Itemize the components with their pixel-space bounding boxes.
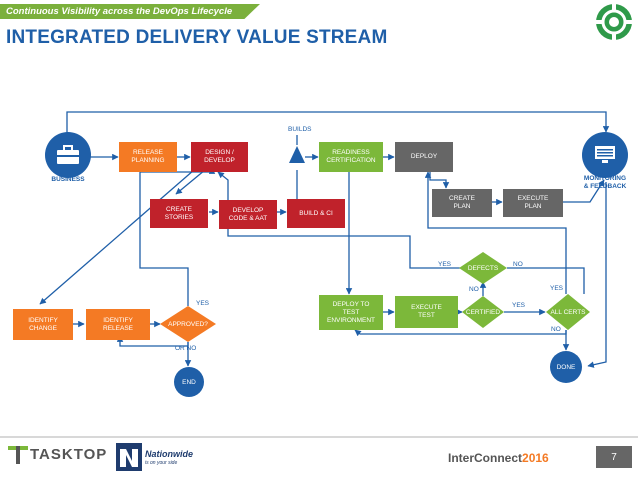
business-icon — [45, 132, 91, 178]
node-identify-release: IDENTIFY RELEASE — [86, 309, 150, 340]
node-create-plan: CREATE PLAN — [432, 189, 492, 217]
conference-logo: InterConnect2016 — [448, 451, 549, 465]
builds-label: BUILDS — [288, 126, 312, 133]
defects-label: DEFECTS — [467, 264, 499, 272]
node-deploy-test-env: DEPLOY TO TEST ENVIRONMENT — [319, 295, 383, 330]
edge-label-defects-no: NO — [513, 261, 523, 268]
briefcase-icon — [57, 145, 79, 164]
business-label: BUSINESS — [51, 176, 85, 183]
node-readiness-certification: READINESS CERTIFICATION — [319, 142, 383, 172]
node-all-certs: ALL CERTS — [546, 294, 590, 330]
node-certified: CERTIFIED — [462, 296, 504, 328]
all-certs-label: ALL CERTS — [550, 308, 586, 316]
edge-label-defects-yes: YES — [438, 261, 452, 268]
node-done: DONE — [550, 351, 582, 383]
node-release-planning: RELEASE PLANNING — [119, 142, 177, 172]
page-title: INTEGRATED DELIVERY VALUE STREAM — [6, 27, 388, 48]
nationwide-tagline: is on your side — [145, 460, 178, 466]
edge-label-certified-no: NO — [469, 286, 479, 293]
node-build-ci: BUILD & CI — [287, 199, 345, 228]
page-number: 7 — [596, 446, 632, 468]
node-approved: APPROVED? — [160, 306, 216, 342]
edge-label-approved-yes: YES — [196, 300, 210, 307]
node-identify-change: IDENTIFY CHANGE — [13, 309, 73, 340]
node-design-develop: DESIGN / DEVELOP — [191, 142, 248, 172]
tasktop-logo-icon — [8, 446, 28, 464]
monitoring-icon — [582, 132, 628, 178]
edge-label-certified-yes: YES — [512, 302, 526, 309]
edge-label-allcerts-yes: YES — [550, 285, 564, 292]
devops-cycle-icon — [596, 4, 632, 40]
nationwide-name: Nationwide — [145, 449, 194, 459]
monitoring-label: MONITORING & FEEDBACK — [583, 175, 627, 190]
conference-name: InterConnect — [448, 451, 523, 465]
certified-label: CERTIFIED — [465, 308, 501, 316]
conference-year: 2016 — [522, 451, 549, 465]
node-end: END — [174, 367, 204, 397]
node-execute-test: EXECUTE TEST — [395, 296, 458, 328]
approved-label: APPROVED? — [168, 320, 208, 328]
edge-label-approved-or-no: OR NO — [175, 345, 197, 352]
footer-divider — [0, 436, 638, 438]
monitor-icon — [595, 146, 615, 163]
tasktop-logo: TASKTOP — [30, 446, 108, 463]
node-deploy: DEPLOY — [395, 142, 453, 172]
nationwide-eagle-icon — [116, 443, 142, 471]
node-create-stories: CREATE STORIES — [150, 199, 208, 228]
builds-triangle — [289, 146, 305, 163]
edge-label-allcerts-no: NO — [551, 326, 561, 333]
node-defects: DEFECTS — [459, 252, 507, 284]
header-banner: Continuous Visibility across the DevOps … — [0, 4, 260, 19]
node-develop-code: DEVELOP CODE & AAT — [219, 200, 277, 229]
node-execute-plan: EXECUTE PLAN — [503, 189, 563, 217]
